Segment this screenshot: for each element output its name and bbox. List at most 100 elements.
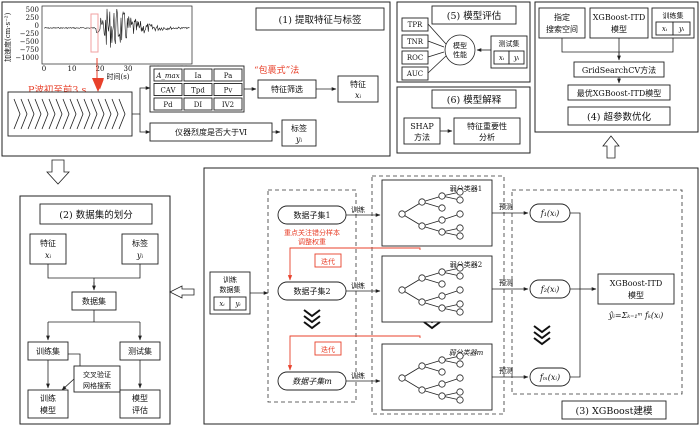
- train-data-label-1: 训练: [223, 275, 237, 284]
- train-data-label-2: 数据集: [220, 285, 241, 294]
- tree-node: [456, 388, 464, 396]
- panel6-title: (6) 模型解释: [447, 94, 502, 106]
- focus-note-2: 调整权重: [298, 237, 326, 246]
- testset-y: yᵢ: [513, 54, 520, 62]
- link-trainset-cv: [68, 353, 81, 366]
- tree-node: [418, 386, 426, 394]
- tree-node: [398, 286, 406, 294]
- hollow-arrow-down: [46, 159, 70, 185]
- feature-cell: [213, 68, 243, 82]
- panel-model-evaluation: [396, 1, 531, 83]
- perf-label-2: 性能: [453, 50, 467, 59]
- weak-learner-1-label: 弱分类器1: [450, 184, 482, 193]
- subset2-label: 数据子集2: [293, 286, 330, 296]
- ytick: −750: [20, 46, 39, 54]
- feature-name: Pv: [224, 87, 233, 95]
- tree-node: [398, 374, 406, 382]
- search-space-label-1: 指定: [554, 12, 570, 22]
- perf-label-1: 模型: [453, 41, 467, 50]
- xtick: 0: [42, 65, 46, 73]
- panel3-title-box: [561, 400, 667, 420]
- tree-node: [418, 198, 426, 206]
- intensity-label: 仪器烈度是否大于Ⅵ: [175, 127, 247, 137]
- train-edge-label-2: 训练: [351, 281, 365, 290]
- feature-select-label: 特征筛选: [271, 84, 303, 94]
- eval-box: [119, 389, 161, 419]
- iterate-box-1: [314, 253, 342, 268]
- panel3-title: (3) XGBoost建模: [576, 405, 653, 417]
- feature-out-var: xᵢ: [355, 91, 362, 100]
- panel1-title: (1) 提取特征与标签: [279, 14, 362, 26]
- feature-out-label: 特征: [350, 79, 366, 89]
- predict-edge-label-1: 预测: [499, 202, 513, 211]
- label-out-var: yᵢ: [295, 135, 303, 144]
- tree-node: [418, 222, 426, 230]
- label-out-label: 标签: [291, 123, 307, 133]
- tree-node: [438, 304, 446, 312]
- metric-tnr: TNR: [407, 38, 424, 46]
- feature-cell: [183, 83, 213, 96]
- tree-node: [456, 308, 464, 316]
- eval-label-2: 评估: [132, 405, 148, 415]
- ytick: −500: [20, 38, 39, 46]
- tree-node: [456, 374, 464, 382]
- importance-label-1: 特征重要性: [467, 121, 507, 131]
- panel-data-split: [19, 195, 171, 425]
- feature-cell: [153, 97, 183, 111]
- feature-cell: [213, 97, 243, 111]
- iterate-arrow-1: [287, 247, 421, 281]
- feature-name: Pd: [163, 101, 173, 109]
- train-y-cell-p4: [672, 21, 691, 36]
- feature-box-p2: [29, 233, 67, 265]
- ytick: −1000: [15, 54, 39, 62]
- tree-node: [456, 352, 464, 360]
- metric-auc: AUC: [406, 70, 423, 78]
- iterate-box-2: [314, 341, 342, 356]
- label-label-p2: 标签: [132, 238, 148, 248]
- final-model-box: [597, 273, 675, 305]
- tree-node: [418, 362, 426, 370]
- tree-node: [456, 224, 464, 232]
- panel-feature-extraction: [1, 1, 391, 157]
- tree-node: [438, 204, 446, 212]
- panel-xgboost-modeling: [203, 167, 699, 425]
- train-model-label-1: 训练: [40, 393, 56, 403]
- testset-label: 测试集: [499, 39, 520, 48]
- tree-node: [456, 300, 464, 308]
- arrow-to-features: [132, 86, 151, 115]
- ytick: −250: [20, 30, 39, 38]
- iterate-label-2: 迭代: [321, 345, 335, 354]
- panel-hyperparam-opt: [534, 1, 699, 133]
- metric-box: [401, 50, 429, 65]
- cv-label-2: 网格搜索: [83, 381, 111, 390]
- waveform-trace: [43, 8, 190, 48]
- testset-x: xᵢ: [499, 54, 505, 62]
- tree-node: [438, 192, 446, 200]
- waveform-axes: [41, 5, 193, 65]
- tree-node: [438, 280, 446, 288]
- tree-node: [418, 298, 426, 306]
- panel-model-explain: [396, 86, 531, 154]
- tree-node: [456, 188, 464, 196]
- arrow-to-intensity: [139, 114, 151, 134]
- train-y-p4: yᵢ: [678, 25, 685, 33]
- feature-name: A_max: [155, 72, 179, 80]
- feature-name: Ia: [195, 72, 202, 80]
- tree-node: [456, 272, 464, 280]
- iterate-label-1: 迭代: [321, 257, 335, 266]
- ytick: 500: [26, 6, 39, 14]
- weak-learner-2-label: 弱分类器2: [450, 260, 482, 269]
- tree-node: [438, 368, 446, 376]
- xgb-model-label-2: 模型: [611, 24, 627, 34]
- feature-cell: [213, 83, 243, 96]
- feature-label-p2: 特征: [40, 238, 56, 248]
- f1-label: f₁(xᵢ): [540, 209, 560, 218]
- importance-label-2: 分析: [479, 132, 495, 142]
- testset-y-cell: [508, 50, 525, 65]
- final-model-label-1: XGBoost-ITD: [610, 279, 663, 288]
- feature-cell: [183, 97, 213, 111]
- shap-label-2: 方法: [414, 132, 430, 142]
- tree-node: [438, 216, 446, 224]
- weak-learner-m-label: 弱分类器m: [449, 349, 484, 357]
